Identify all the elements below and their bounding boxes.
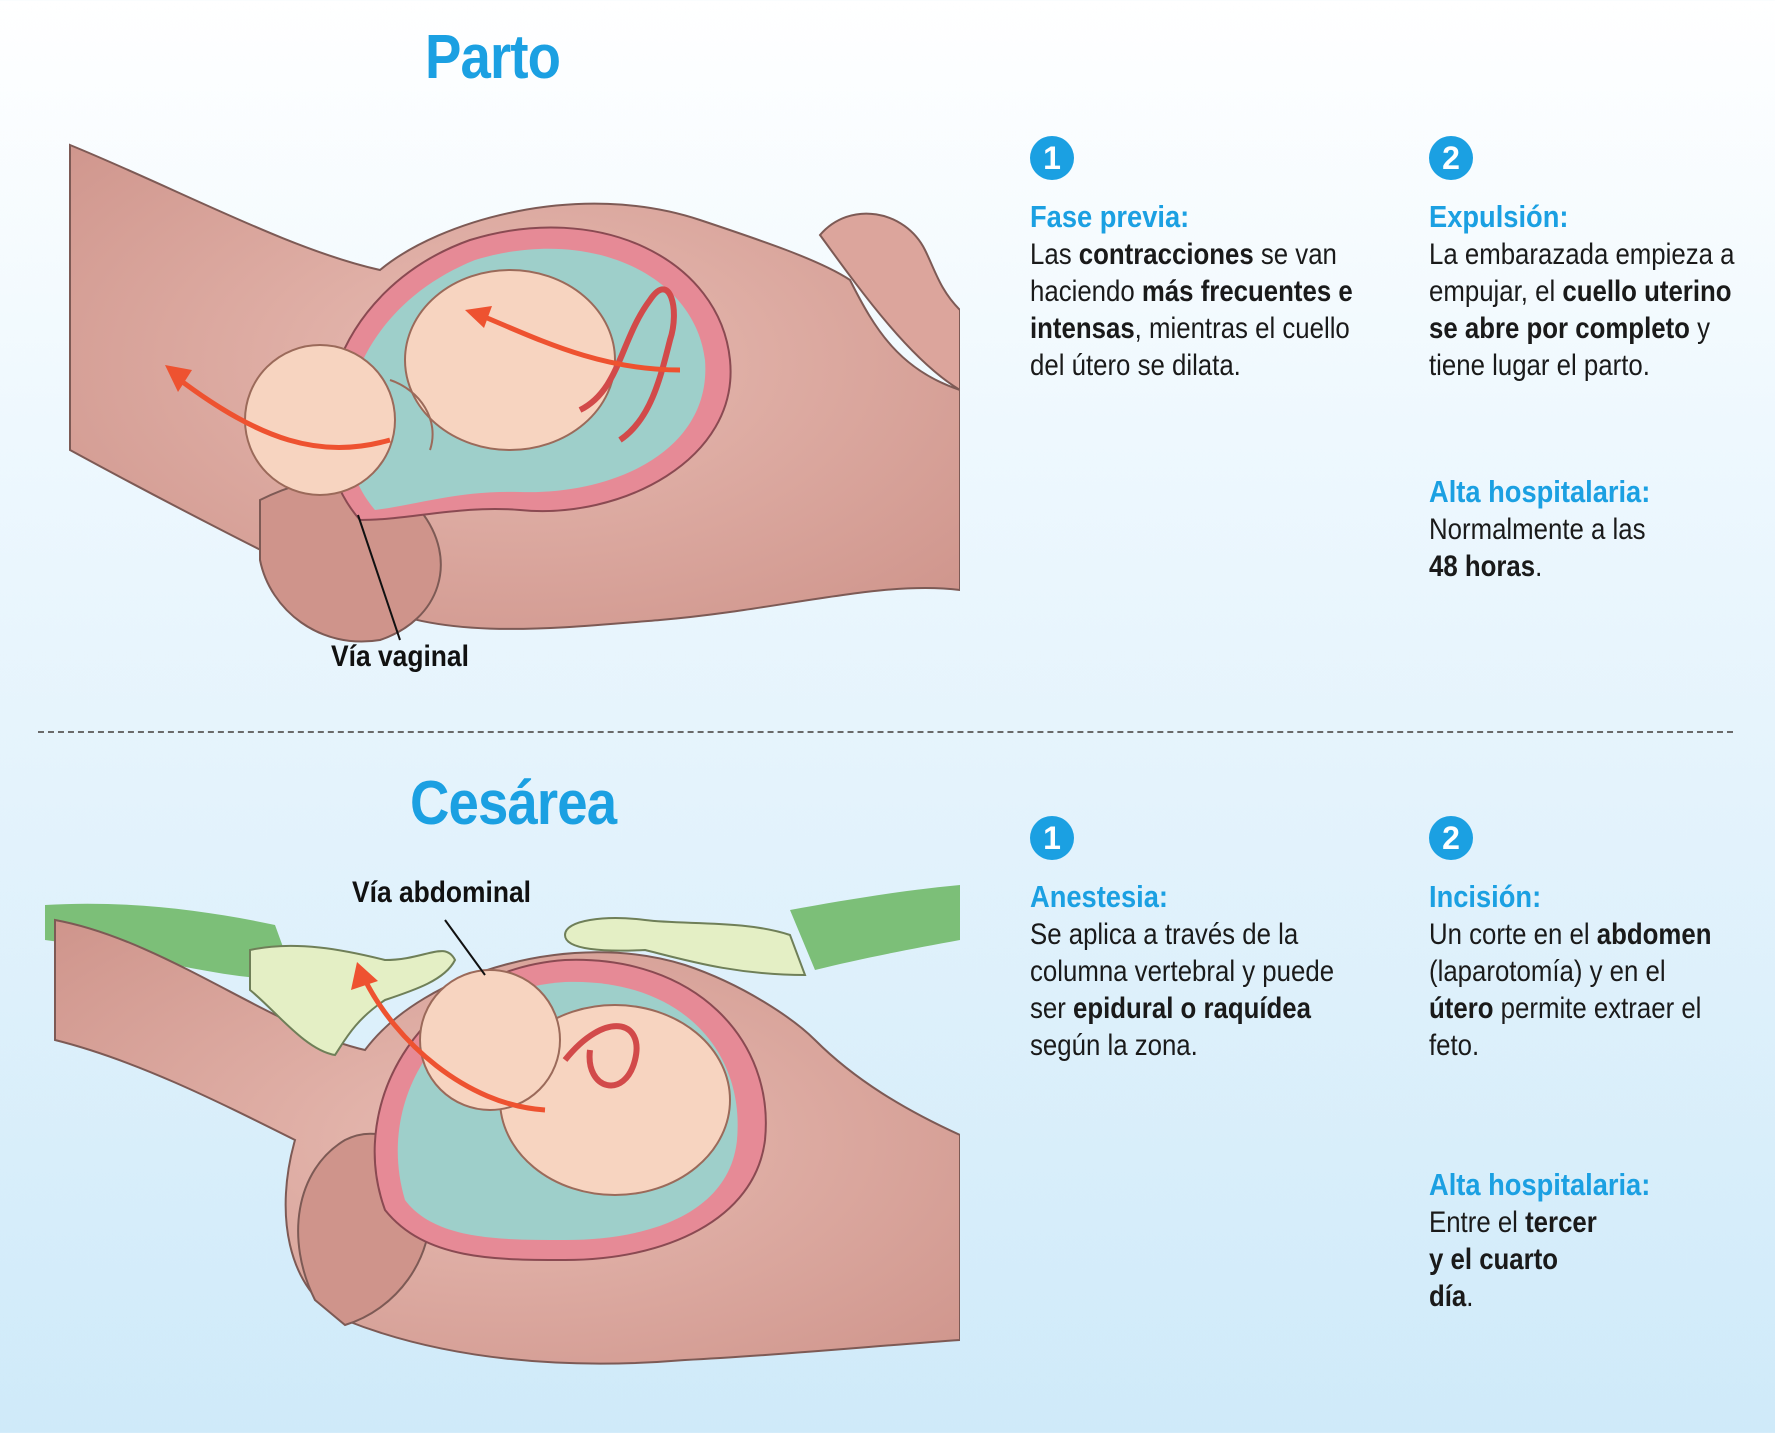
cesarea-hand-left — [249, 944, 457, 1057]
step-number-badge: 1 — [1030, 136, 1074, 180]
step-text: Un corte en el abdomen (laparotomía) y e… — [1429, 916, 1721, 1064]
body-text: permite extraer el feto. — [1429, 992, 1702, 1062]
step-text: La embarazada empieza a empujar, el cuel… — [1429, 236, 1760, 384]
emphasis-text: cuello uterino se abre por completo — [1429, 275, 1732, 345]
parto-alta: Alta hospitalaria: Normalmente a las 48 … — [1429, 473, 1775, 585]
cesarea-gown-left — [45, 903, 295, 980]
body-text: La embarazada empieza a empujar, el — [1429, 238, 1735, 308]
body-text: Un corte en el — [1429, 918, 1597, 951]
emphasis-text: epidural o raquídea — [1073, 992, 1312, 1025]
emphasis-text: abdomen — [1596, 918, 1712, 951]
step-number-badge: 1 — [1030, 816, 1074, 860]
alta-text: Entre el tercer y el cuarto día. — [1429, 1204, 1601, 1315]
body-text: , mientras el cuello del útero se dilata… — [1030, 312, 1350, 382]
parto-step-2: 2 Expulsión: La embarazada empieza a emp… — [1429, 136, 1769, 384]
step-text: Se aplica a través de la columna vertebr… — [1030, 916, 1374, 1064]
emphasis-text: contracciones — [1078, 238, 1254, 271]
alta-text: Normalmente a las 48 horas. — [1429, 511, 1661, 585]
cesarea-step-2: 2 Incisión: Un corte en el abdomen (lapa… — [1429, 816, 1769, 1064]
cesarea-illustration — [45, 885, 960, 1365]
cesarea-hand-right — [563, 917, 807, 977]
cesarea-alta: Alta hospitalaria: Entre el tercer y el … — [1429, 1166, 1775, 1315]
parto-fetus-body — [404, 269, 616, 451]
parto-umbilical-cord — [578, 286, 677, 443]
body-text: y tiene lugar el parto. — [1429, 312, 1711, 382]
parto-fetus-head — [244, 344, 396, 496]
parto-label-line — [357, 514, 401, 641]
section-divider — [38, 731, 1733, 733]
step-text: Las contracciones se van haciendo más fr… — [1030, 236, 1374, 384]
alta-title: Alta hospitalaria: — [1429, 1167, 1651, 1202]
emphasis-text: más frecuentes e intensas — [1030, 275, 1353, 345]
emphasis-text: 48 horas — [1429, 550, 1536, 583]
body-text: se van haciendo — [1030, 238, 1337, 308]
cesarea-title: Cesárea — [410, 769, 617, 838]
body-text: Normalmente a las — [1429, 513, 1646, 546]
alta-title: Alta hospitalaria: — [1429, 474, 1651, 509]
body-text: según la zona. — [1030, 1029, 1198, 1062]
step-title: Anestesia: — [1030, 879, 1168, 914]
parto-illustration — [69, 143, 960, 643]
cesarea-label-line — [444, 919, 486, 976]
body-text: . — [1535, 550, 1543, 583]
cesarea-arrow — [362, 978, 546, 1113]
step-number-badge: 2 — [1429, 136, 1473, 180]
step-title: Expulsión: — [1429, 199, 1569, 234]
cesarea-fetus-head — [419, 969, 561, 1111]
parto-step-1: 1 Fase previa: Las contracciones se van … — [1030, 136, 1370, 384]
step-title: Incisión: — [1429, 879, 1542, 914]
body-text: Las — [1030, 238, 1079, 271]
cesarea-umbilical-cord — [562, 1023, 640, 1089]
parto-arrow-main — [479, 312, 681, 373]
body-text: (laparotomía) y en el — [1429, 955, 1666, 988]
emphasis-text: tercer y el cuarto día — [1429, 1206, 1597, 1313]
via-abdominal-label: Vía abdominal — [352, 876, 531, 909]
cesarea-step-1: 1 Anestesia: Se aplica a través de la co… — [1030, 816, 1370, 1064]
parto-arrow-head — [178, 377, 391, 450]
body-text: . — [1466, 1280, 1474, 1313]
parto-title: Parto — [425, 23, 561, 92]
body-text: Se aplica a través de la columna vertebr… — [1030, 918, 1335, 1025]
via-vaginal-label: Vía vaginal — [331, 640, 469, 673]
step-number-badge: 2 — [1429, 816, 1473, 860]
emphasis-text: útero — [1429, 992, 1494, 1025]
step-title: Fase previa: — [1030, 199, 1190, 234]
body-text: Entre el — [1429, 1206, 1526, 1239]
cesarea-gown-right — [790, 885, 960, 970]
parto-breast-shape — [818, 212, 960, 392]
